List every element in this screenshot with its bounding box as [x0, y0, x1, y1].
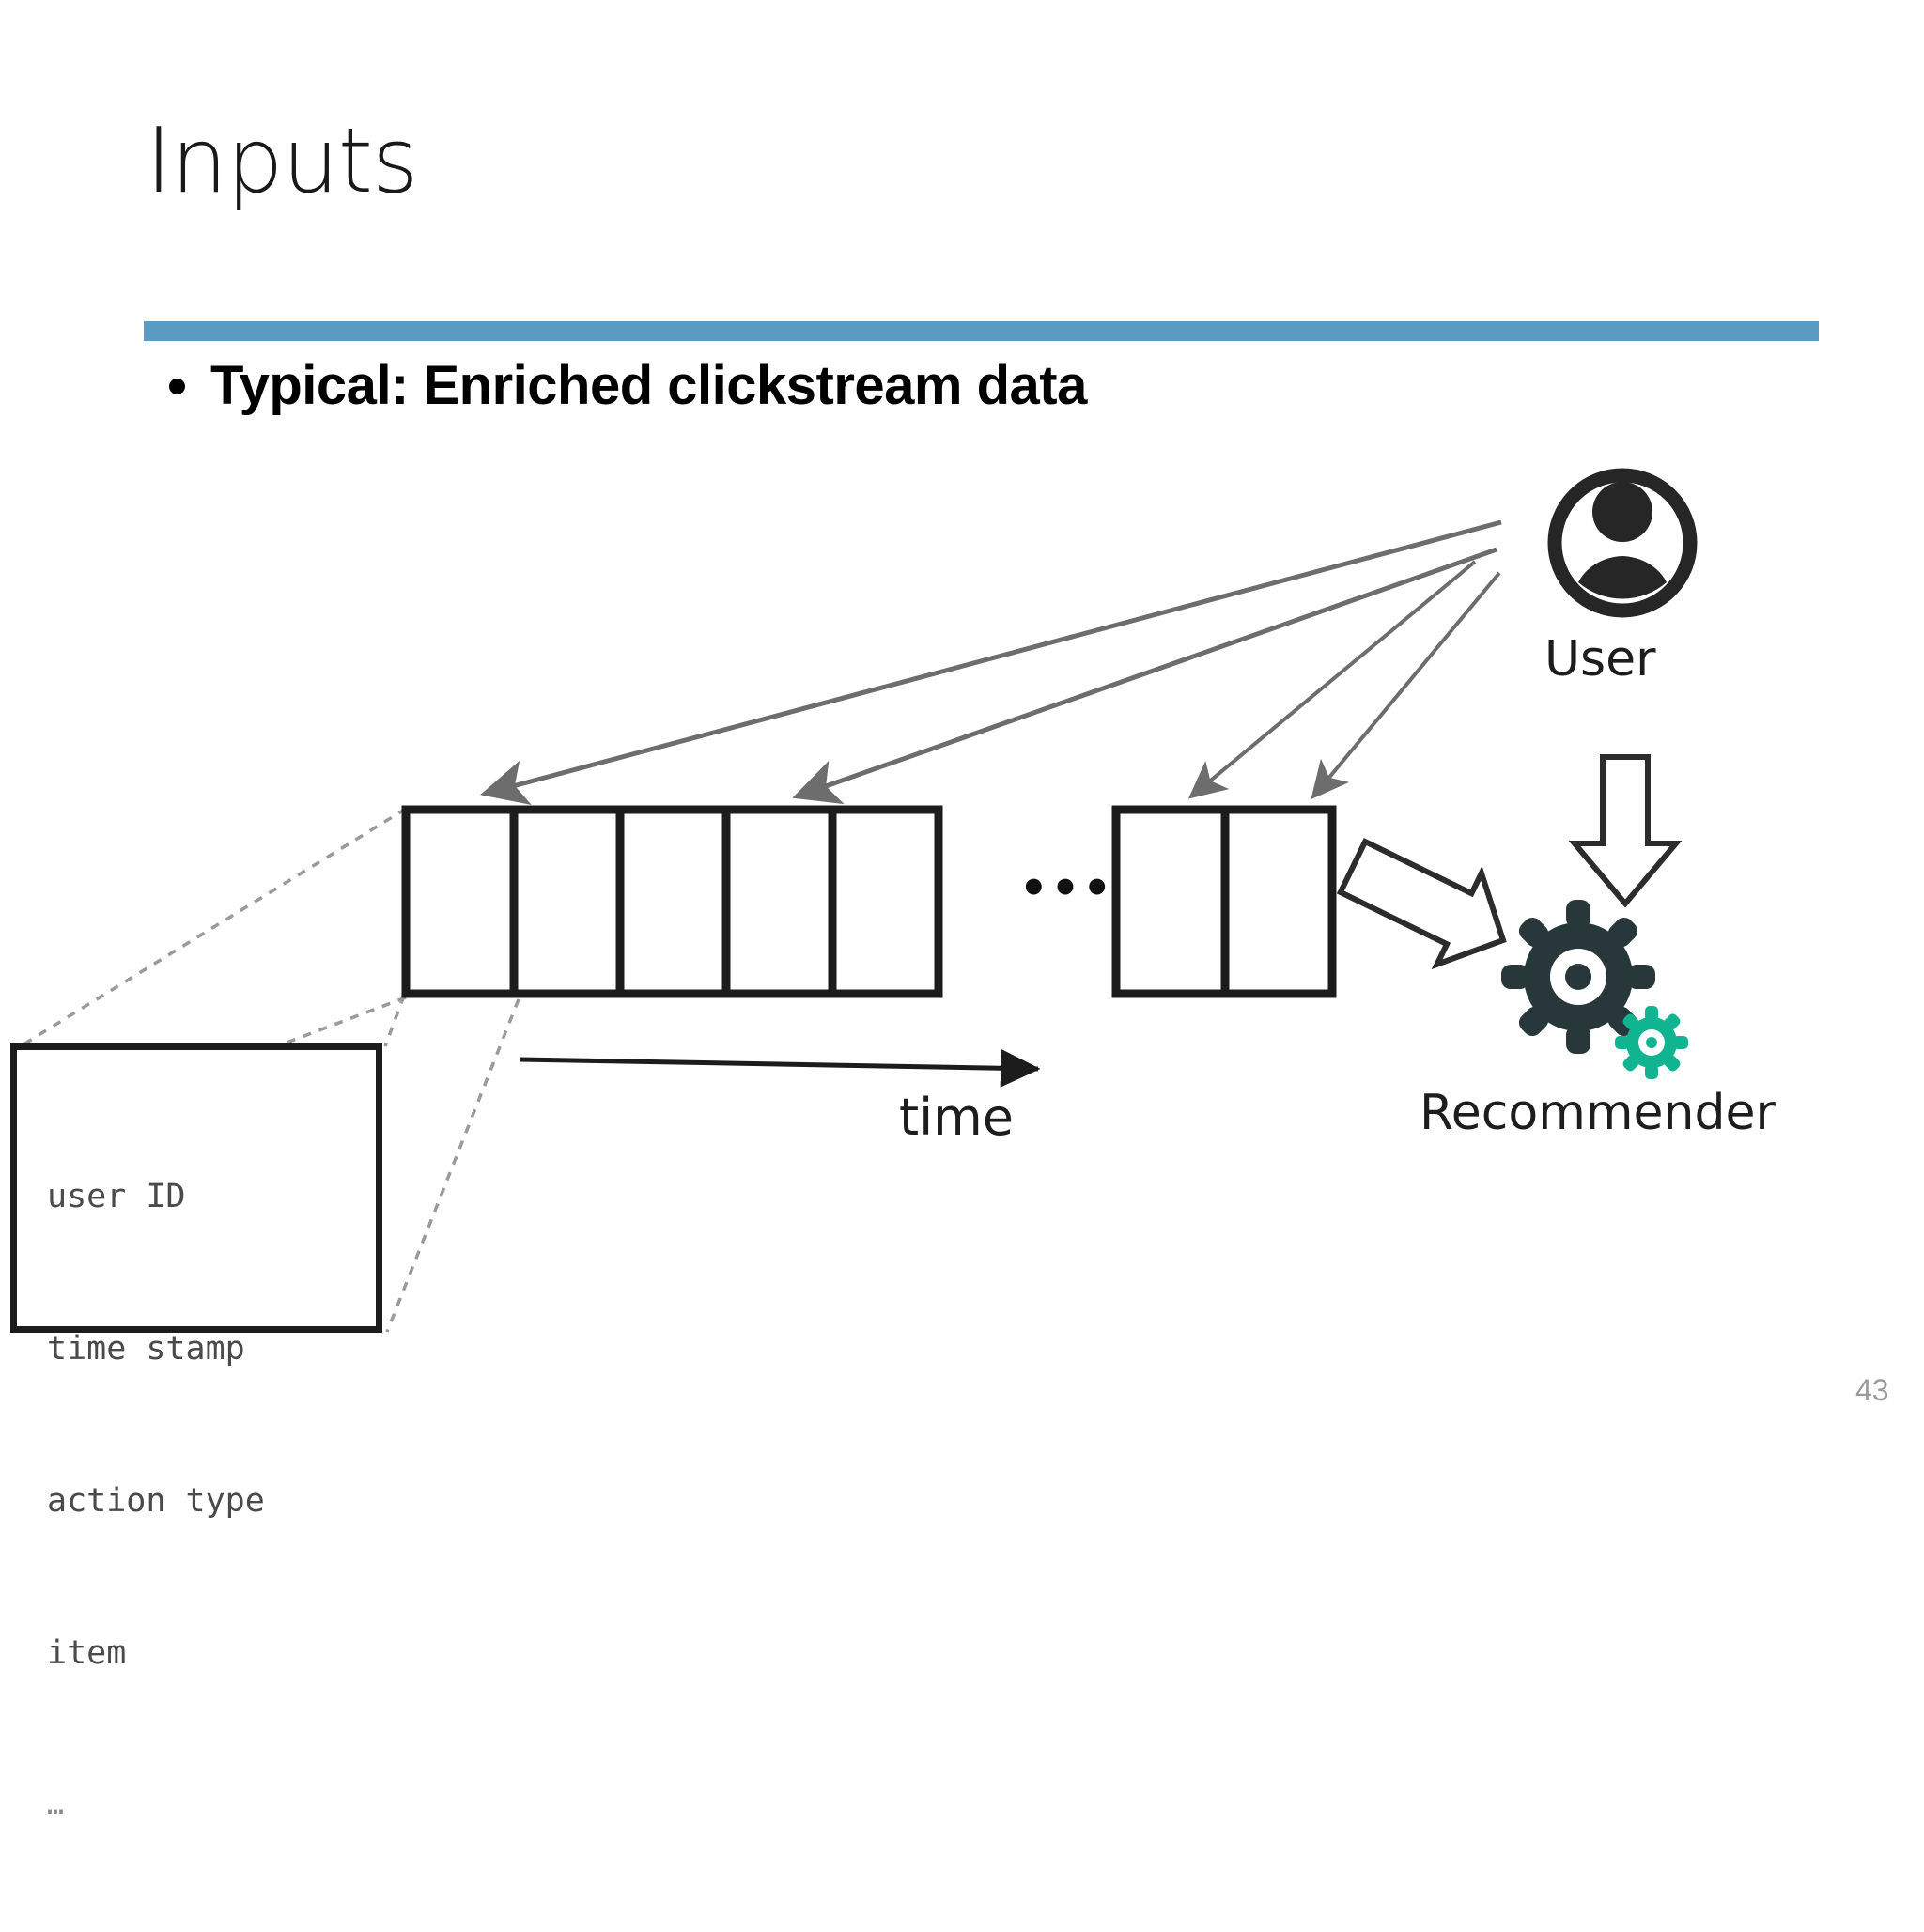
- clickstream-gap-ellipsis: •••: [1019, 862, 1115, 915]
- clickstream-cell: [401, 805, 519, 998]
- user-label: User: [1544, 631, 1656, 688]
- user-avatar-icon: [1547, 468, 1698, 618]
- schema-field: action type: [47, 1482, 265, 1520]
- slide-canvas: Inputs Typical: Enriched clickstream dat…: [10, 110, 1889, 1821]
- clickstream-cell-group-1: [401, 805, 943, 998]
- clickstream-cell: [509, 805, 625, 998]
- title-accent-bar: [144, 321, 1819, 341]
- clickstream-cell: [722, 805, 837, 998]
- clickstream-cell-group-2: [1111, 805, 1337, 998]
- clickstream-cell: [615, 805, 731, 998]
- flow-block-arrow-icon: [1336, 838, 1507, 970]
- user-action-arrows: [480, 519, 1502, 806]
- small-gear-icon: [1615, 1006, 1688, 1079]
- clickstream-diagram: [18, 468, 1698, 1333]
- clickstream-schema-list: user ID time stamp action type item …: [47, 1070, 265, 1932]
- clickstream-cell: [1111, 805, 1230, 998]
- bullet-item: Typical: Enriched clickstream data: [169, 359, 1087, 413]
- page-title: Inputs: [146, 110, 418, 213]
- down-block-arrow-icon: [1568, 754, 1683, 908]
- schema-field: time stamp: [47, 1330, 245, 1368]
- bullet-item-label: Typical: Enriched clickstream data: [210, 355, 1087, 416]
- clickstream-cell: [828, 805, 943, 998]
- time-axis-label: time: [899, 1088, 1015, 1147]
- clickstream-schema-box: [10, 1043, 382, 1333]
- recommender-label: Recommender: [1420, 1085, 1776, 1141]
- bullet-dot-icon: [169, 379, 185, 394]
- schema-field: item: [47, 1634, 127, 1672]
- schema-field-ellipsis: …: [47, 1788, 65, 1821]
- time-axis-arrow-icon: [519, 1048, 1041, 1088]
- gear-icon: [1501, 900, 1655, 1054]
- schema-field: user ID: [47, 1178, 186, 1215]
- slide-page-number: 43: [1855, 1373, 1889, 1407]
- clickstream-cell: [1220, 805, 1337, 998]
